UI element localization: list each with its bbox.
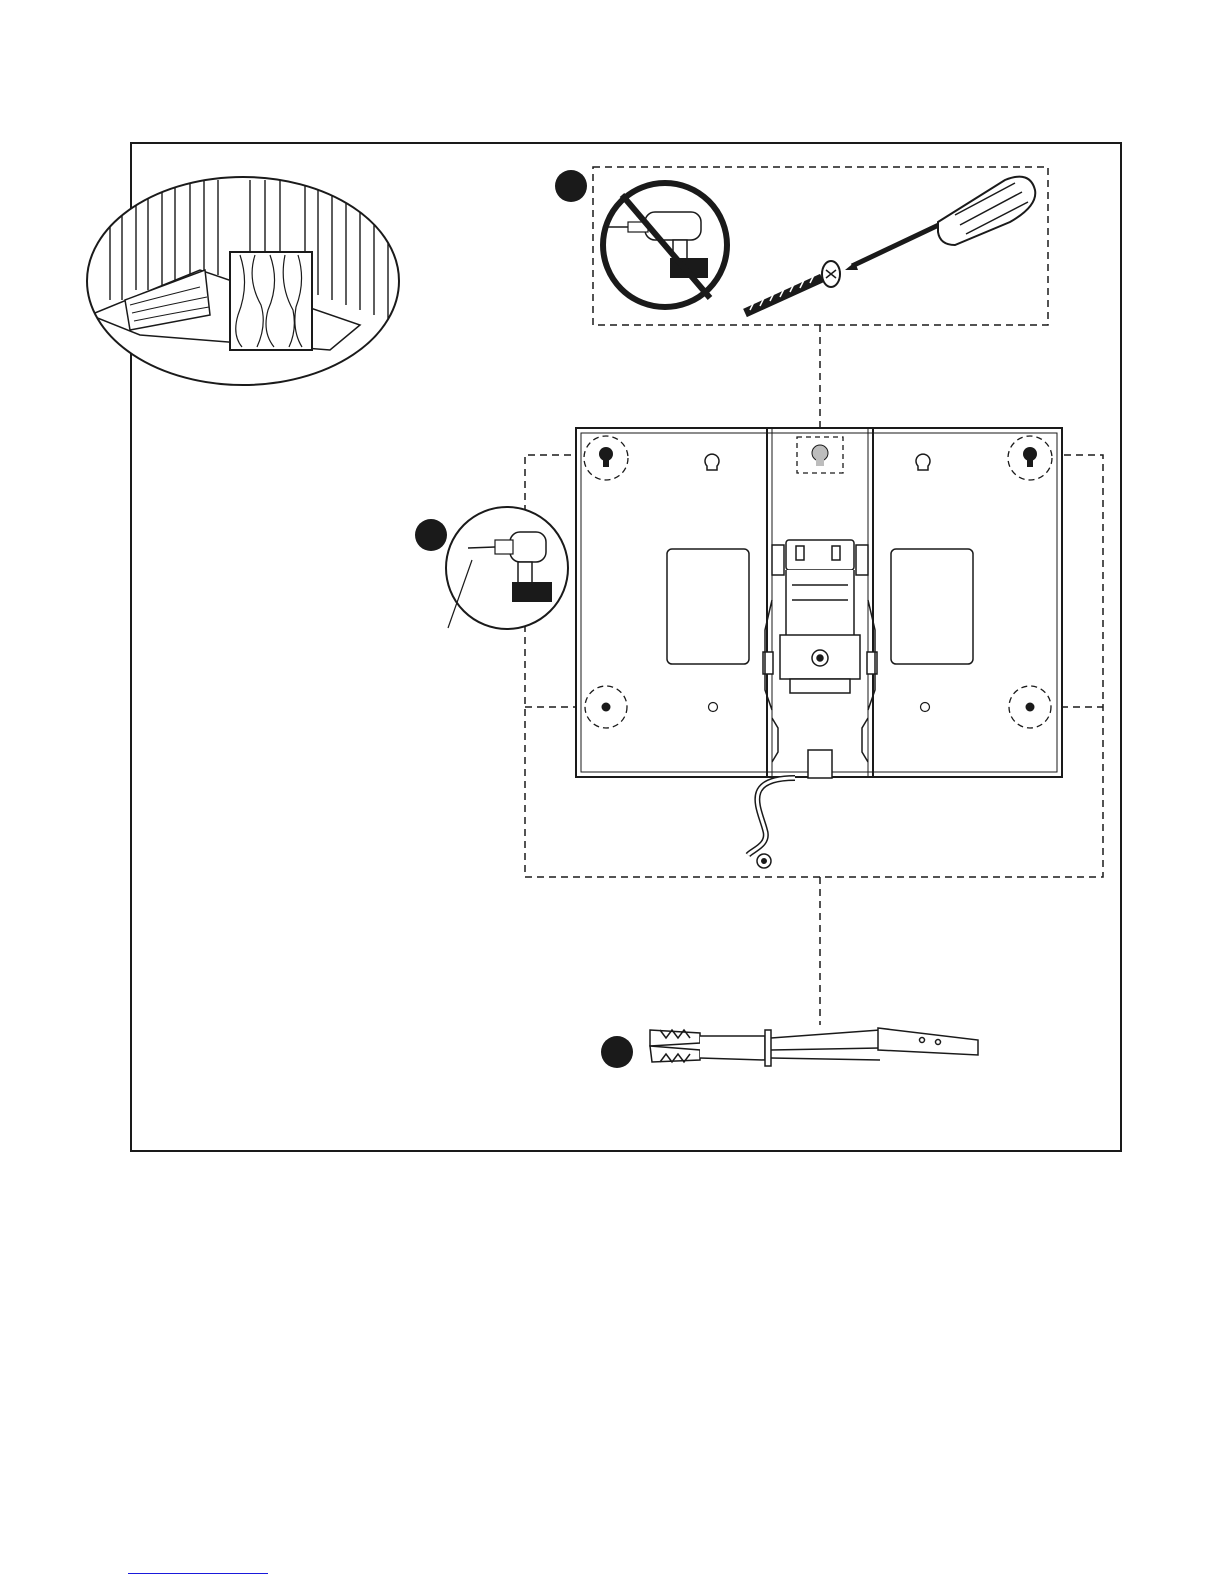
drill-icon xyxy=(446,507,568,629)
screw-icon xyxy=(745,261,840,313)
ground-wire-icon xyxy=(748,778,795,868)
wall-plate-icon xyxy=(576,428,1062,778)
step-marker-anchor xyxy=(601,1036,633,1068)
no-drill-icon xyxy=(603,183,727,307)
footer-link-underline[interactable] xyxy=(128,1573,268,1574)
step-marker-drill xyxy=(415,519,447,551)
wall-anchor-icon xyxy=(650,1028,978,1066)
wood-stud-icon xyxy=(85,175,405,395)
screwdriver-icon xyxy=(845,177,1035,270)
step-marker-screw xyxy=(555,170,587,202)
